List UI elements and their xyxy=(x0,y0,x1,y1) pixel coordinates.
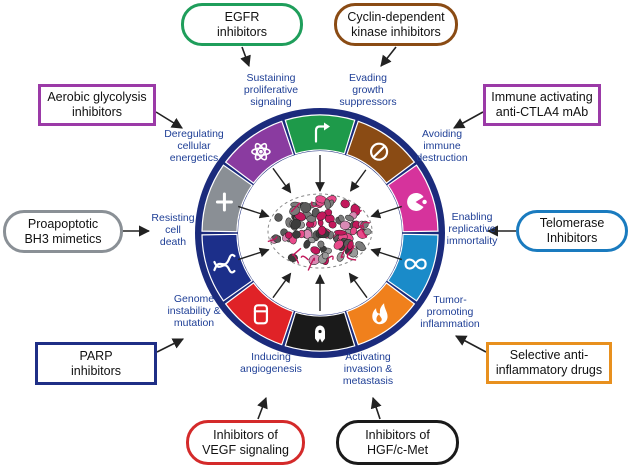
stromal-fiber xyxy=(291,247,302,256)
therapy-arrow xyxy=(370,396,382,420)
tumor-cell xyxy=(347,240,354,250)
vegf-inhibitors-box: Inhibitors of VEGF signaling xyxy=(186,420,305,465)
tumor-cell xyxy=(285,231,293,239)
hallmark-label-angiogenesis: Inducing angiogenesis xyxy=(240,351,302,376)
hallmark-label-immortality: Enabling replicative immortality xyxy=(446,211,498,248)
tumor-cell xyxy=(328,220,337,229)
therapy-arrow xyxy=(455,335,487,353)
therapy-arrow xyxy=(156,338,185,353)
tumor-cell xyxy=(316,211,327,221)
tumor-cell xyxy=(274,213,283,222)
segment-proliferative xyxy=(284,114,356,155)
tumor-cell xyxy=(334,229,347,236)
tumor-cell xyxy=(350,226,357,236)
inner-arrow xyxy=(370,205,403,219)
pacman-cell-icon xyxy=(407,192,427,211)
stromal-fiber xyxy=(300,255,309,261)
hallmark-label-energetics: Deregulating cellular energetics xyxy=(164,128,224,165)
hallmark-label-inflammation: Tumor- promoting inflammation xyxy=(420,294,480,331)
hgf-cmet-inhibitors-box: Inhibitors of HGF/c-Met xyxy=(336,420,459,465)
dna-helix-icon xyxy=(213,253,236,274)
tumor-cell xyxy=(317,225,327,236)
migrating-cell-icon xyxy=(315,325,325,343)
flame-icon xyxy=(372,303,388,325)
tumor-cluster-illustration xyxy=(267,193,373,271)
tumor-cell xyxy=(289,206,301,216)
anti-ctla4-box: Immune activating anti-CTLA4 mAb xyxy=(483,84,601,126)
inner-arrow xyxy=(237,247,270,261)
segment-growth-suppressors xyxy=(346,120,416,185)
hallmark-label-invasion: Activating invasion & metastasis xyxy=(342,351,394,388)
stromal-fiber xyxy=(290,202,301,213)
hallmark-label-immune: Avoiding immune destruction xyxy=(416,128,468,165)
blood-vessel-icon xyxy=(253,304,269,325)
therapy-arrow xyxy=(240,46,251,68)
tumor-cell xyxy=(308,236,316,244)
telomerase-inhibitors-box: Telomerase Inhibitors xyxy=(516,210,628,252)
segment-angiogenesis xyxy=(224,281,294,346)
inner-arrow xyxy=(370,247,403,261)
tumor-boundary xyxy=(267,193,373,269)
inner-arrow xyxy=(348,272,368,299)
tumor-cell xyxy=(310,246,321,255)
segment-cell-death xyxy=(201,164,253,233)
tumor-cell xyxy=(345,214,354,222)
stromal-fiber xyxy=(340,245,348,259)
tumor-cell xyxy=(272,234,282,243)
upward-arrow-icon xyxy=(314,122,330,143)
therapy-arrow xyxy=(380,46,397,67)
stromal-fiber xyxy=(307,257,316,271)
drug-target-arrows xyxy=(123,46,516,420)
therapy-arrow xyxy=(257,396,268,420)
tumor-cell xyxy=(290,218,302,230)
hallmark-label-genome: Genome instability & mutation xyxy=(167,293,221,330)
stromal-fiber xyxy=(327,255,334,260)
stromal-fiber xyxy=(362,221,371,229)
cdk-inhibitors-box: Cyclin-dependent kinase inhibitors xyxy=(334,3,458,46)
bh3-mimetics-box: Proapoptotic BH3 mimetics xyxy=(3,210,123,253)
cross-icon xyxy=(215,192,233,212)
stromal-fiber xyxy=(346,252,357,261)
stromal-fiber xyxy=(355,209,363,215)
tumor-cell xyxy=(321,251,329,260)
inner-arrow xyxy=(237,205,270,219)
stromal-fiber xyxy=(310,201,318,207)
infinity-icon xyxy=(404,258,427,270)
hallmark-label-proliferative: Sustaining proliferative signaling xyxy=(243,72,299,109)
stromal-fiber xyxy=(267,236,278,243)
parp-inhibitors-box: PARP inhibitors xyxy=(35,342,157,385)
therapy-arrow xyxy=(155,111,183,129)
hallmark-label-growth-suppressors: Evading growth suppressors xyxy=(339,72,397,109)
tumor-cell xyxy=(317,240,325,249)
inner-arrow xyxy=(272,167,292,194)
tumor-cell xyxy=(306,215,317,223)
prohibition-icon xyxy=(369,142,389,161)
anti-inflammatory-drugs-box: Selective anti- inflammatory drugs xyxy=(486,342,612,384)
aerobic-glycolysis-inhibitors-box: Aerobic glycolysis inhibitors xyxy=(38,84,156,126)
inner-pointer-arrows xyxy=(237,155,403,311)
egfr-inhibitors-box: EGFR inhibitors xyxy=(181,3,303,46)
inner-arrow xyxy=(349,169,367,192)
tumor-cell xyxy=(339,220,351,230)
inner-arrow xyxy=(272,272,292,299)
stromal-fiber xyxy=(346,245,355,256)
tumor-cell xyxy=(333,239,344,250)
therapy-arrow xyxy=(453,111,484,129)
hallmark-label-cell-death: Resisting cell death xyxy=(151,212,195,249)
tumor-cell xyxy=(355,241,366,252)
atom-icon xyxy=(251,142,271,161)
tumor-cell xyxy=(340,199,350,209)
tumor-cell xyxy=(292,230,301,239)
tumor-cell xyxy=(299,202,312,213)
